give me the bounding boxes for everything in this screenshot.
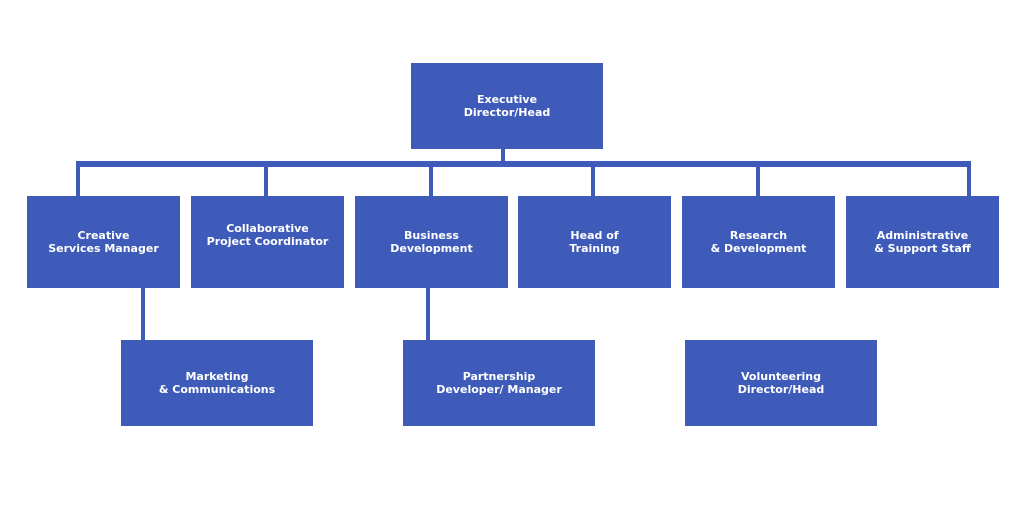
node-label-line1: Head of — [570, 229, 619, 242]
node-label-line2: & Communications — [158, 383, 276, 396]
node-head-of-training: Head of Training — [518, 196, 671, 288]
node-executive-director-line2: Director/Head — [463, 106, 551, 119]
node-collaborative-project-coordinator: Collaborative Project Coordinator — [191, 196, 344, 288]
node-administrative-support-staff: Administrative & Support Staff — [846, 196, 999, 288]
node-label-line1: Marketing — [185, 370, 249, 383]
node-research-development: Research & Development — [682, 196, 835, 288]
node-label-line1: Administrative — [876, 229, 969, 242]
connector-business-partnership — [426, 286, 430, 342]
node-label-line1: Collaborative — [226, 222, 309, 235]
connector-drop-administrative — [967, 161, 971, 196]
node-label-line2: & Development — [710, 242, 807, 255]
node-label-line1: Business — [404, 229, 459, 242]
node-label-line1: Volunteering — [741, 370, 821, 383]
connector-drop-training — [591, 161, 595, 196]
connector-horizontal-bar — [76, 161, 971, 167]
node-business-development: Business Development — [355, 196, 508, 288]
connector-creative-marketing — [141, 286, 145, 342]
node-executive-director: Executive Director/Head — [411, 63, 603, 149]
connector-root-down — [501, 148, 505, 164]
connector-drop-business — [429, 161, 433, 196]
connector-drop-collaborative — [264, 161, 268, 196]
node-executive-director-line1: Executive — [476, 93, 538, 106]
node-label-line2: Director/Head — [737, 383, 825, 396]
node-marketing-communications: Marketing & Communications — [121, 340, 313, 426]
node-label-line1: Partnership — [462, 370, 536, 383]
node-label-line2: Training — [569, 242, 620, 255]
node-volunteering-director: Volunteering Director/Head — [685, 340, 877, 426]
node-label-line2: Project Coordinator — [206, 235, 329, 248]
node-label-line2: Developer/ Manager — [436, 383, 562, 396]
node-label-line2: Services Manager — [48, 242, 159, 255]
node-creative-services-manager: Creative Services Manager — [27, 196, 180, 288]
node-label-line2: & Support Staff — [874, 242, 971, 255]
connector-drop-research — [756, 161, 760, 196]
node-label-line1: Creative — [77, 229, 130, 242]
node-label-line2: Development — [390, 242, 473, 255]
connector-drop-creative — [76, 161, 80, 196]
node-label-line1: Research — [729, 229, 788, 242]
node-partnership-developer-manager: Partnership Developer/ Manager — [403, 340, 595, 426]
